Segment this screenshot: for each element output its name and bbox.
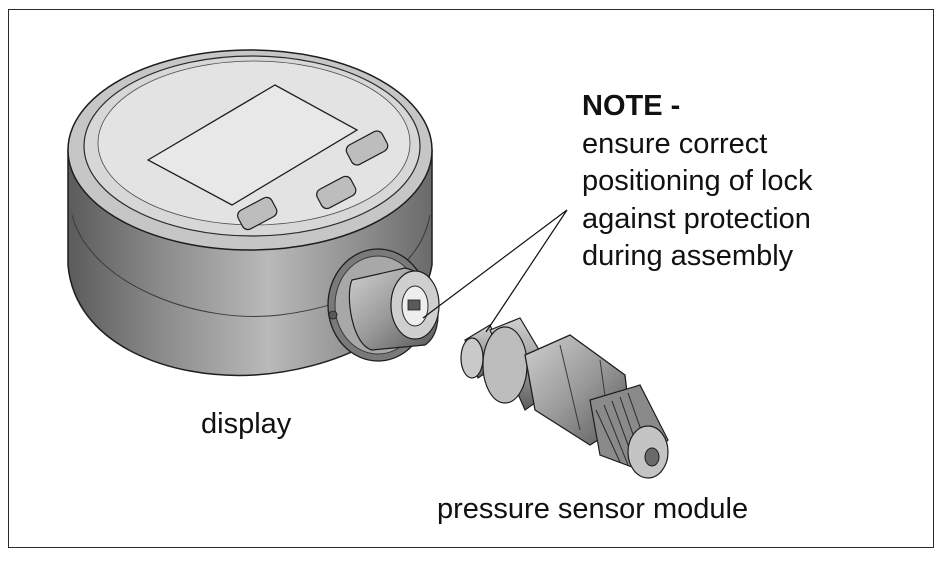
front-button: [345, 130, 389, 166]
display-port: [327, 248, 440, 362]
assembly-note: NOTE - ensure correct positioning of loc…: [582, 88, 813, 276]
front-button: [237, 196, 278, 231]
note-line: against protection: [582, 202, 811, 235]
note-line: ensure correct: [582, 127, 768, 160]
note-line: positioning of lock: [582, 165, 813, 197]
sensor-label: pressure sensor module: [437, 493, 749, 525]
note-leader-lines: [422, 209, 568, 333]
figure-frame: [8, 9, 934, 548]
note-line: during assembly: [582, 240, 794, 272]
display-unit: [67, 49, 440, 377]
display-label: display: [201, 408, 292, 440]
lock-notch: [407, 299, 421, 311]
note-title: NOTE -: [582, 90, 681, 122]
sensor-unit: [460, 317, 669, 479]
front-button: [316, 175, 357, 210]
lcd-window: [146, 84, 359, 206]
